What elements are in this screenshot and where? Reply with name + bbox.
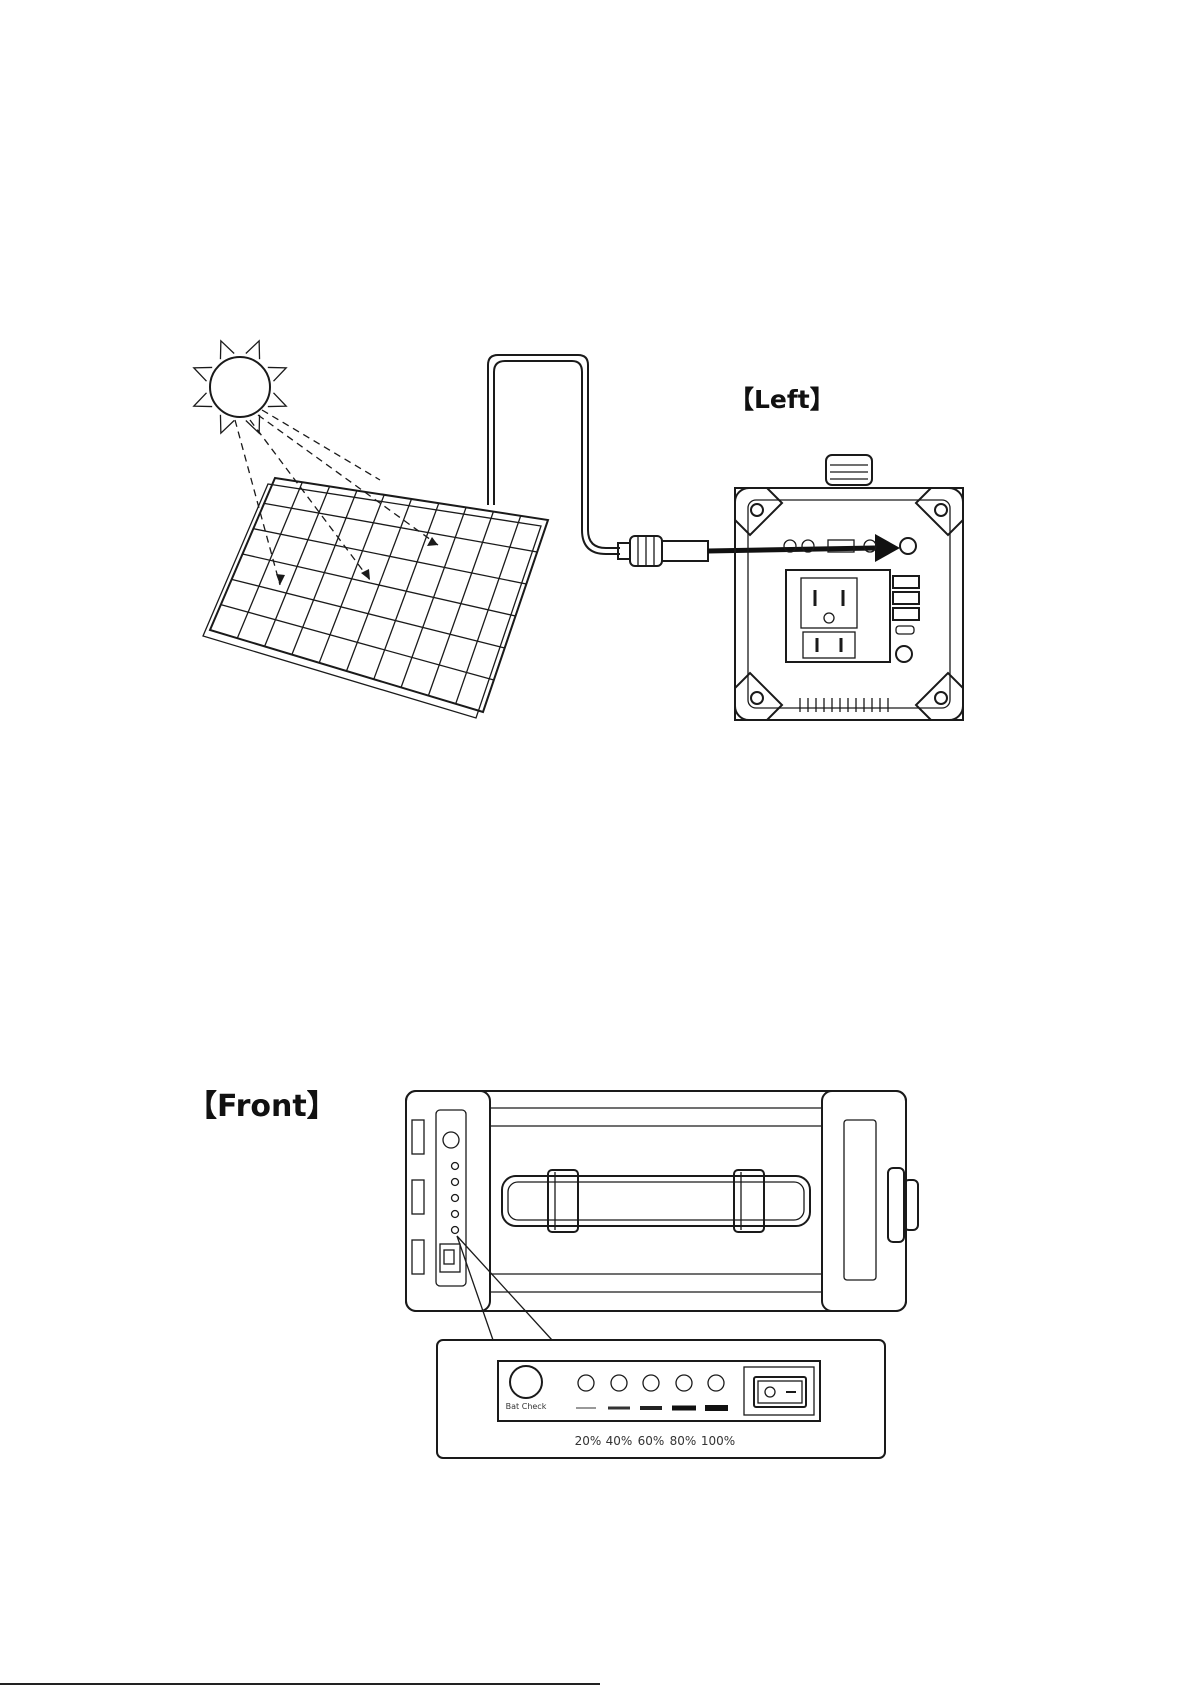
callout-lines — [457, 1236, 552, 1340]
battery-level-leds — [576, 1375, 728, 1408]
bat-check-text: Bat Check — [506, 1402, 547, 1411]
battery-level-labels: 20% 40% 60% 80% 100% — [575, 1434, 735, 1448]
bat-check-button: Bat Check — [506, 1366, 547, 1411]
indicator-panel-detail: Bat Check 20% 40% 60% 80% 100% — [437, 1340, 885, 1458]
level-label-40: 40% — [606, 1434, 633, 1448]
power-station-left-view — [735, 455, 963, 720]
solar-cable — [488, 355, 620, 554]
level-label-20: 20% — [575, 1434, 602, 1448]
level-label-60: 60% — [638, 1434, 665, 1448]
solar-panel — [203, 478, 548, 718]
power-switch — [754, 1377, 806, 1407]
solar-connector — [618, 534, 900, 566]
level-label-80: 80% — [670, 1434, 697, 1448]
power-station-front-view — [406, 1091, 918, 1311]
level-label-100: 100% — [701, 1434, 735, 1448]
sun-icon — [194, 341, 286, 433]
